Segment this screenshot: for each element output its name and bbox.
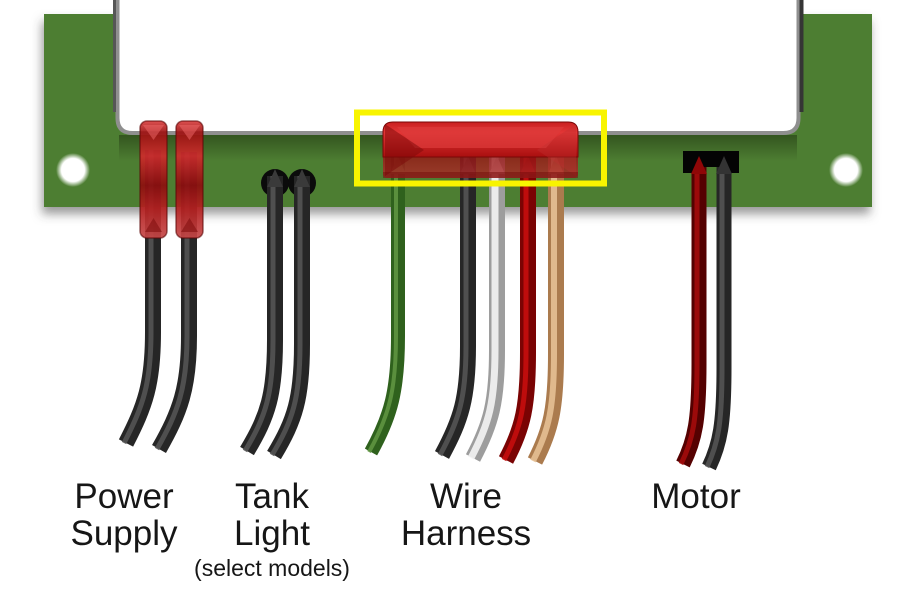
wire-highlight [437, 150, 469, 457]
sleeve-bevel [145, 218, 162, 232]
wire-harness-connector [382, 121, 579, 178]
wire-highlight [242, 176, 276, 453]
wire-highlight [678, 162, 700, 466]
power-supply-label: Power Supply [70, 478, 177, 552]
wire-highlight [367, 146, 398, 453]
power-supply-connector [139, 120, 204, 239]
wire-highlight [154, 152, 190, 451]
label-line: Supply [70, 514, 178, 553]
motor-label: Motor [651, 478, 740, 515]
connector-top-face [397, 127, 564, 148]
tank-light-label: Tank Light (select models) [194, 478, 350, 581]
power-supply-sleeve [139, 120, 168, 239]
wire-highlight [467, 150, 499, 460]
label-line: Tank [235, 477, 309, 516]
wires-highlight [121, 146, 725, 469]
wire-harness-label: Wire Harness [401, 478, 531, 552]
connector-right-bevel [537, 124, 576, 176]
motor-connector [683, 151, 739, 174]
sleeve-bevel [181, 218, 198, 232]
connector-left-bevel [385, 124, 424, 176]
wire-highlight [501, 150, 529, 462]
label-line: Harness [400, 514, 532, 553]
wire-highlight [269, 176, 303, 457]
board-cutout [115, 0, 801, 135]
wire-tip [267, 169, 283, 187]
mounting-hole-right [829, 153, 863, 187]
label-line: Wire [430, 477, 502, 516]
highlight-box [354, 109, 607, 187]
power-supply-sleeve [175, 120, 204, 239]
wire-tip [716, 156, 732, 174]
wire-tip [691, 156, 707, 174]
label-line: Light [234, 514, 310, 553]
wire-highlight [121, 150, 154, 445]
motor-connector-bar [683, 151, 739, 173]
connector-bottom-edge [383, 172, 578, 178]
label-line: Power [74, 477, 174, 516]
tank-wire-tips [267, 169, 310, 187]
mounting-hole-left [56, 153, 90, 187]
wire-highlight [530, 150, 557, 463]
wire-tip [294, 169, 310, 187]
sleeve-bevel [179, 125, 200, 140]
label-note: (select models) [194, 555, 350, 581]
sleeve-bevel [143, 125, 164, 140]
label-line: Motor [651, 477, 741, 516]
wire-highlight [704, 162, 725, 469]
